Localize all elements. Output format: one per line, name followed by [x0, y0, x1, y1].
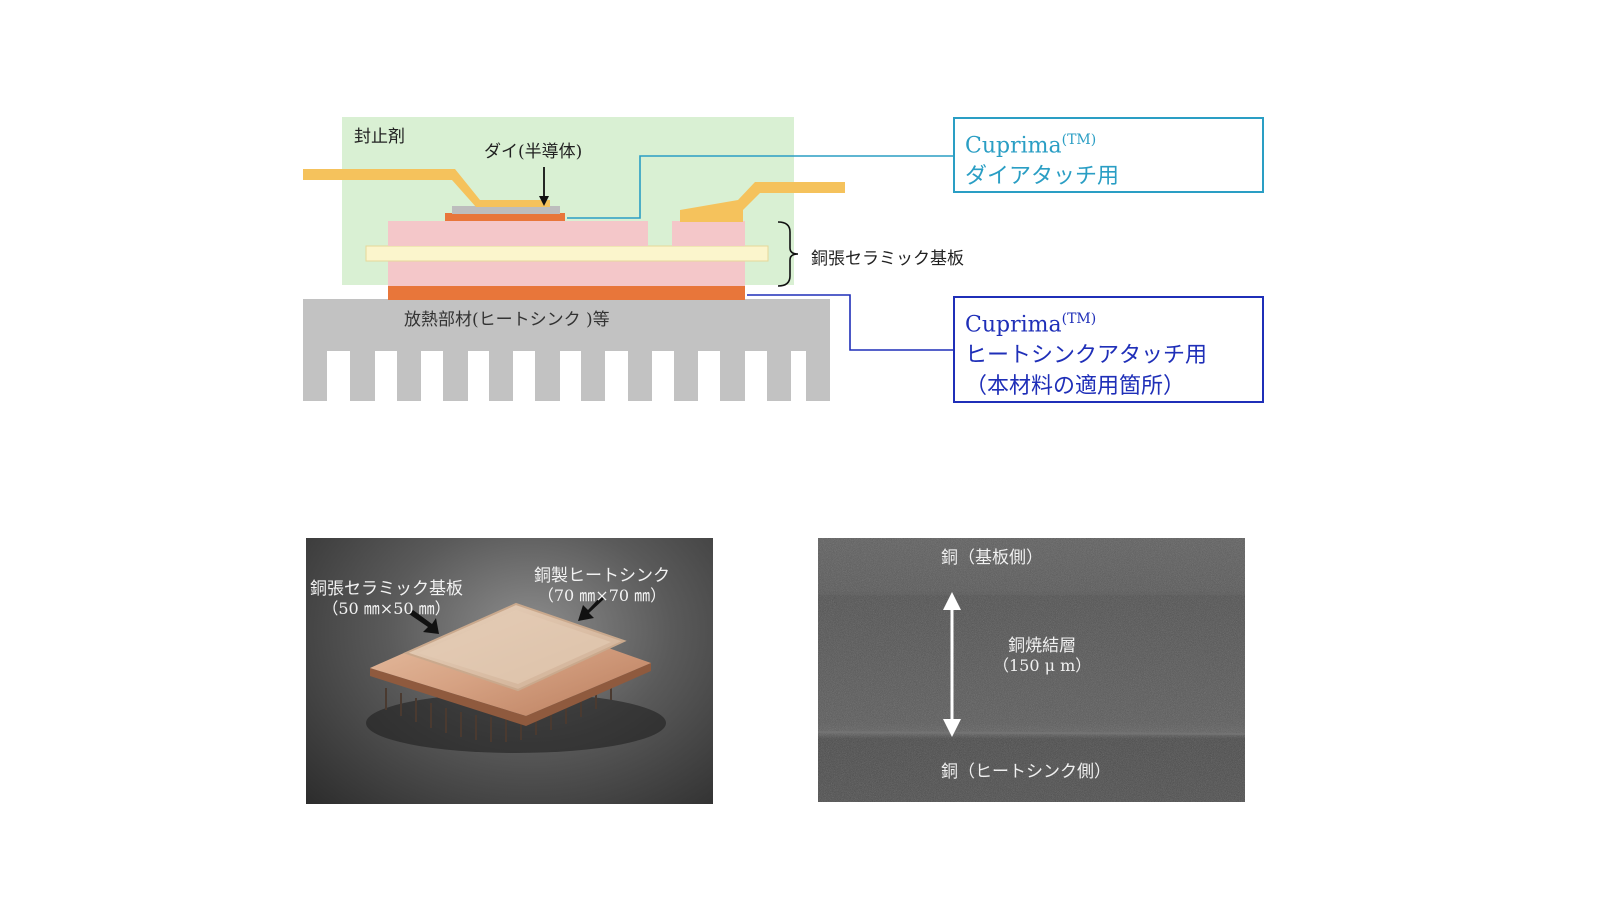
- sample-heatsink-name: 銅製ヒートシンク: [534, 566, 670, 586]
- package-diagram-svg: [303, 117, 955, 401]
- die-pointer-arrowhead: [539, 196, 549, 206]
- heatsink-attach-callout-line1: ヒートシンクアタッチ用: [965, 343, 1208, 369]
- cross-section-photo: 銅（基板側） 銅焼結層 （150 μ m） 銅（ヒートシンク側）: [818, 538, 1245, 802]
- heatsink-attach-callout: Cuprima(TM) ヒートシンクアタッチ用 （本材料の適用箇所）: [953, 296, 1264, 403]
- cross-section-layer-thickness: （150 μ m）: [993, 656, 1092, 675]
- cross-section-layer-label: 銅焼結層 （150 μ m）: [993, 636, 1092, 676]
- sample-substrate-label: 銅張セラミック基板 （50 ㎜×50 ㎜）: [310, 579, 463, 619]
- substrate-top-copper-right: [672, 221, 745, 246]
- heatsink-base-side: [370, 663, 651, 726]
- cross-section-top-label: 銅（基板側）: [941, 548, 1043, 568]
- heatsink-attach-brand: Cuprima: [965, 312, 1062, 338]
- substrate-arrow-icon: [409, 610, 439, 634]
- die-attach-callout-line1: ダイアタッチ用: [965, 164, 1120, 190]
- substrate-top-copper-left: [388, 221, 648, 246]
- thickness-arrow-down-icon: [943, 719, 961, 737]
- die-attach-callout: Cuprima(TM) ダイアタッチ用: [953, 117, 1264, 193]
- cross-section-svg: [818, 538, 1245, 802]
- sample-photo: 銅張セラミック基板 （50 ㎜×50 ㎜） 銅製ヒートシンク （70 ㎜×70 …: [306, 538, 713, 804]
- right-lead-frame: [680, 182, 845, 222]
- heatsink-attach-connector: [747, 294, 955, 351]
- heatsink-attach-callout-title: Cuprima(TM): [965, 304, 1252, 340]
- substrate-texture: [418, 610, 611, 684]
- cross-section-grain: [818, 538, 1245, 802]
- thickness-arrow-up-icon: [943, 592, 961, 610]
- die-attach-connector: [567, 155, 955, 219]
- substrate-brace: [777, 221, 799, 287]
- heatsink-arrow-icon: [578, 595, 604, 621]
- cross-section-bottom-label: 銅（ヒートシンク側）: [941, 762, 1111, 782]
- sample-photo-svg: [366, 595, 666, 753]
- die-attach-brand: Cuprima: [965, 133, 1062, 159]
- die-block: [452, 206, 560, 214]
- substrate-label: 銅張セラミック基板: [811, 249, 964, 269]
- substrate-bottom-copper: [388, 260, 745, 286]
- sample-heatsink-label: 銅製ヒートシンク （70 ㎜×70 ㎜）: [534, 566, 670, 606]
- heatsink-attach-callout-line2: （本材料の適用箇所）: [965, 374, 1186, 400]
- die-attach-layer: [445, 213, 565, 221]
- heatsink-shape: [303, 299, 830, 401]
- heatsink-attach-layer: [388, 286, 745, 300]
- left-lead-frame: [303, 169, 550, 207]
- die-label: ダイ(半導体): [484, 142, 583, 162]
- die-attach-trademark: (TM): [1061, 132, 1097, 148]
- sample-heatsink-size: （70 ㎜×70 ㎜）: [537, 586, 667, 605]
- die-attach-callout-title: Cuprima(TM): [965, 125, 1252, 161]
- bottom-interface-line: [818, 731, 1245, 735]
- ceramic-layer: [365, 245, 769, 262]
- encapsulant-label: 封止剤: [354, 127, 405, 147]
- heatsink-attach-trademark: (TM): [1061, 311, 1097, 327]
- cross-section-layer-name: 銅焼結層: [1008, 636, 1077, 656]
- sample-substrate-name: 銅張セラミック基板: [310, 579, 463, 599]
- sample-substrate-size: （50 ㎜×50 ㎜）: [322, 599, 451, 618]
- sample-shadow: [366, 693, 666, 753]
- heatsink-label: 放熱部材(ヒートシンク )等: [404, 310, 610, 330]
